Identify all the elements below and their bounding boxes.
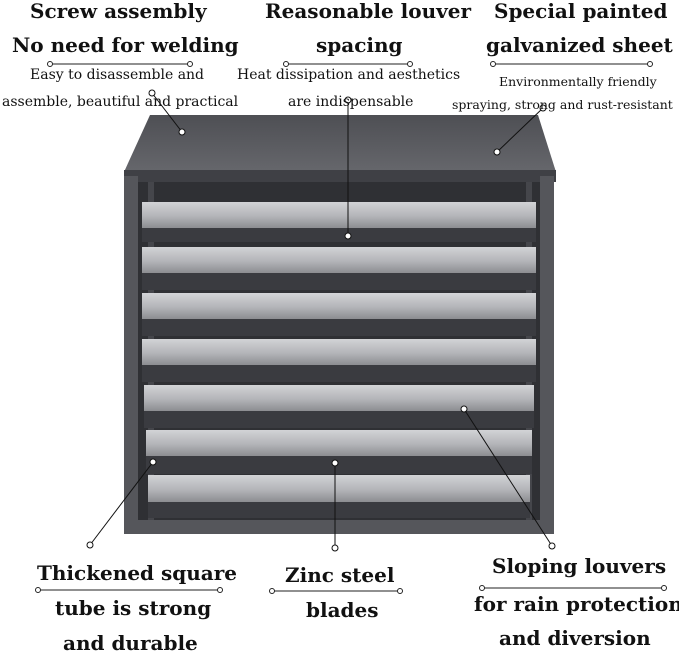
louver-blade bbox=[142, 293, 536, 319]
callout-spacing-title-1: Reasonable louver bbox=[265, 0, 472, 23]
callout-tube-line-1: Thickened square bbox=[37, 561, 237, 585]
louver-blade-shadow bbox=[142, 273, 536, 290]
callout-underlines bbox=[35, 61, 667, 594]
callout-tube-line-3: and durable bbox=[63, 631, 198, 655]
louver-blade bbox=[142, 202, 536, 228]
louver-blade bbox=[142, 339, 536, 365]
callout-sloping-line-3: and diversion bbox=[499, 626, 651, 650]
louver-blades bbox=[142, 202, 536, 518]
callout-painted-title-1: Special painted bbox=[494, 0, 668, 23]
louver-blade bbox=[142, 247, 536, 273]
louver-blade-shadow bbox=[148, 502, 530, 518]
frame-bottom-rail bbox=[124, 520, 554, 534]
callout-tube-line-2: tube is strong bbox=[55, 596, 212, 620]
callout-spacing-title-2: spacing bbox=[316, 33, 403, 57]
callout-spacing-desc-2: are indispensable bbox=[288, 94, 414, 110]
louver-blade-shadow bbox=[144, 411, 534, 428]
callout-painted-desc-1: Environmentally friendly bbox=[499, 74, 657, 89]
frame-left-post bbox=[124, 176, 138, 532]
callout-screw-title-2: No need for welding bbox=[12, 33, 239, 57]
callout-sloping-line-1: Sloping louvers bbox=[492, 554, 667, 578]
callout-painted-desc-2: spraying, strong and rust-resistant bbox=[452, 97, 673, 112]
callout-painted-title-2: galvanized sheet bbox=[486, 33, 673, 57]
callout-spacing-desc-1: Heat dissipation and aesthetics bbox=[237, 67, 461, 83]
louver-blade-shadow bbox=[142, 365, 536, 382]
louver-blade bbox=[148, 475, 530, 502]
louver-blade-shadow bbox=[146, 456, 532, 474]
louver-blade bbox=[146, 430, 532, 456]
louver-blade bbox=[144, 385, 534, 411]
callout-blades-line-1: Zinc steel bbox=[285, 563, 395, 587]
callout-screw-title-1: Screw assembly bbox=[30, 0, 207, 23]
callout-screw-desc-1: Easy to disassemble and bbox=[30, 67, 205, 83]
callout-screw-desc-2: assemble, beautiful and practical bbox=[2, 94, 239, 110]
callout-blades-line-2: blades bbox=[306, 598, 379, 622]
cabinet-top-panel bbox=[124, 115, 556, 172]
callout-sloping-line-2: for rain protection bbox=[474, 592, 679, 616]
callout-leader-lines bbox=[86, 89, 556, 552]
louver-blade-shadow bbox=[142, 319, 536, 336]
cabinet-top-edge bbox=[124, 170, 556, 182]
frame-right-post bbox=[540, 176, 554, 532]
louver-blade-shadow bbox=[142, 228, 536, 242]
